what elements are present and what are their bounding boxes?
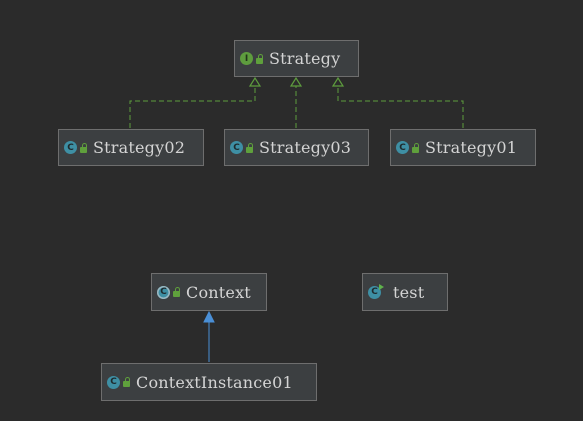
interface-icon: I: [240, 52, 253, 65]
node-strategy02[interactable]: C Strategy02: [58, 129, 204, 166]
runnable-class-icon: C: [368, 283, 384, 299]
abstract-class-icon: C: [157, 285, 170, 299]
realization-arrowheads: [248, 76, 345, 87]
public-visibility-icon: [412, 142, 419, 153]
class-icon: C: [230, 141, 243, 154]
node-strategy[interactable]: I Strategy: [234, 40, 359, 77]
node-label: Strategy03: [259, 138, 352, 157]
public-visibility-icon: [246, 142, 253, 153]
class-icon: C: [64, 141, 77, 154]
realization-edges: [129, 86, 464, 128]
arrowhead-context: [203, 310, 215, 323]
edge-strategy02-to-strategy: [129, 86, 256, 128]
public-visibility-icon: [256, 53, 263, 64]
node-label: Strategy01: [425, 138, 518, 157]
public-visibility-icon: [80, 142, 87, 153]
public-visibility-icon: [123, 377, 130, 387]
arrowhead-strategy02: [248, 76, 262, 87]
node-label: ContextInstance01: [136, 372, 293, 392]
node-context[interactable]: C Context: [151, 273, 267, 311]
arrowhead-strategy03: [289, 76, 303, 87]
node-strategy01[interactable]: C Strategy01: [390, 129, 536, 166]
node-label: test: [393, 282, 425, 302]
node-label: Strategy02: [93, 138, 186, 157]
arrowhead-strategy01: [331, 76, 345, 87]
edge-strategy01-to-strategy: [337, 86, 464, 128]
class-icon: C: [396, 141, 409, 154]
node-strategy03[interactable]: C Strategy03: [224, 129, 369, 166]
node-test[interactable]: C test: [362, 273, 448, 311]
node-label: Context: [186, 282, 251, 302]
class-icon: C: [107, 375, 120, 389]
public-visibility-icon: [173, 287, 180, 297]
node-contextinstance01[interactable]: C ContextInstance01: [101, 363, 317, 401]
node-label: Strategy: [269, 49, 341, 68]
